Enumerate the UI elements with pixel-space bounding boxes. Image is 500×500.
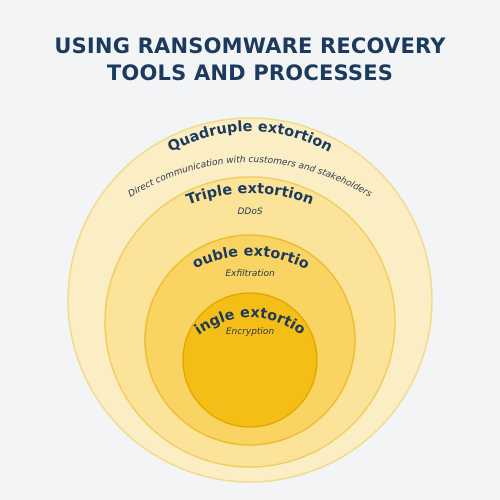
ring-sublabel-double: Exfiltration	[225, 269, 275, 279]
ring-sublabel-triple: DDoS	[237, 207, 262, 217]
ring-single	[182, 292, 318, 428]
page-title: USING RANSOMWARE RECOVERY TOOLS AND PROC…	[0, 33, 500, 87]
title-line-1: USING RANSOMWARE RECOVERY	[54, 34, 446, 58]
title-line-2: TOOLS AND PROCESSES	[106, 61, 394, 85]
ring-sublabel-single: Encryption	[226, 327, 275, 337]
